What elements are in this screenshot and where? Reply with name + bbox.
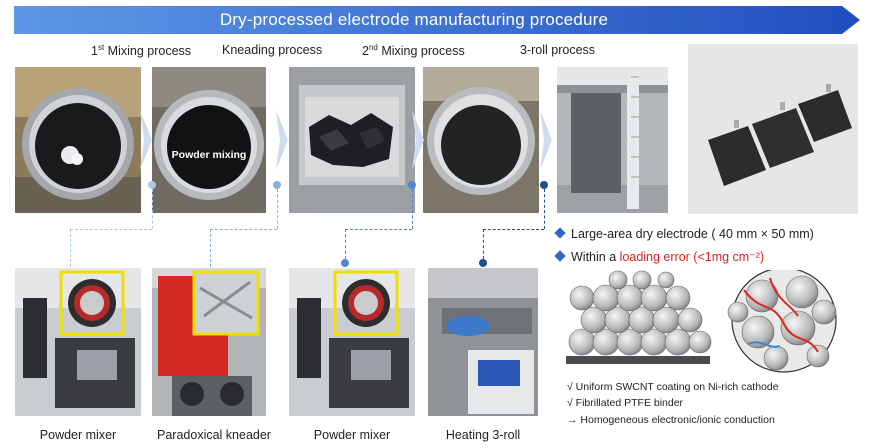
diamond-bullet-icon — [554, 227, 566, 239]
photo-powder-mixer-1 — [15, 268, 141, 416]
connector-line — [210, 229, 277, 230]
result-bullet-area: Large-area dry electrode ( 40 mm × 50 mm… — [554, 227, 814, 241]
connector-dot — [148, 181, 156, 189]
photo-heating-three-roll — [428, 268, 538, 416]
photo-second-mixing-vessel — [423, 67, 539, 213]
connector-line — [483, 229, 544, 230]
electrode-schematic — [566, 270, 837, 373]
photo-second-mixing-tray — [289, 67, 415, 213]
connector-line — [210, 229, 211, 267]
photo-powder-mixer-2 — [289, 268, 415, 416]
photo-three-roll-electrode — [557, 67, 668, 213]
step-title-three-roll: 3-roll process — [520, 43, 596, 57]
diamond-bullet-icon — [554, 250, 566, 262]
connector-line — [544, 189, 545, 229]
banner-arrow — [14, 6, 860, 34]
connector-dot — [341, 259, 349, 267]
banner-title: Dry-processed electrode manufacturing pr… — [219, 10, 609, 29]
connector-line — [345, 229, 346, 259]
connector-line — [412, 189, 413, 229]
chevron-right-icon — [140, 110, 152, 170]
connector-dot — [540, 181, 548, 189]
equipment-label-powder-mixer-2: Powder mixer — [313, 428, 391, 442]
connector-line — [70, 229, 71, 267]
step-title-second-mixing: 2nd Mixing process — [362, 43, 465, 59]
connector-line — [70, 229, 152, 230]
powder-mixing-label: Powder mixing — [171, 149, 247, 161]
connector-line — [277, 189, 278, 229]
step-title-first-mixing: 1st Mixing process — [91, 43, 192, 59]
photo-paradoxical-kneader — [152, 268, 266, 416]
connector-dot — [479, 259, 487, 267]
chevron-right-icon — [412, 110, 424, 170]
connector-line — [152, 189, 153, 229]
note-ptfe-binder: √ Fibrillated PTFE binder — [567, 397, 684, 409]
photo-kneading: Powder mixing — [152, 67, 266, 213]
photo-first-mixing — [15, 67, 141, 213]
connector-dot — [408, 181, 416, 189]
note-swcnt-coating: √ Uniform SWCNT coating on Ni-rich catho… — [567, 381, 779, 393]
connector-dot — [273, 181, 281, 189]
equipment-label-powder-mixer: Powder mixer — [39, 428, 117, 442]
chevron-right-icon — [540, 110, 552, 170]
photo-dry-electrodes — [688, 44, 858, 214]
result-bullet-loading: Within a loading error (<1mg cm⁻²) — [554, 249, 764, 264]
step-title-kneading: Kneading process — [222, 43, 323, 57]
connector-line — [483, 229, 484, 259]
equipment-label-heating-three-roll: Heating 3-roll — [445, 428, 521, 442]
connector-line — [345, 229, 412, 230]
equipment-label-paradoxical-kneader: Paradoxical kneader — [157, 428, 271, 442]
chevron-right-icon — [276, 110, 288, 170]
note-homogeneous-conduction: → Homogeneous electronic/ionic conductio… — [567, 414, 775, 426]
